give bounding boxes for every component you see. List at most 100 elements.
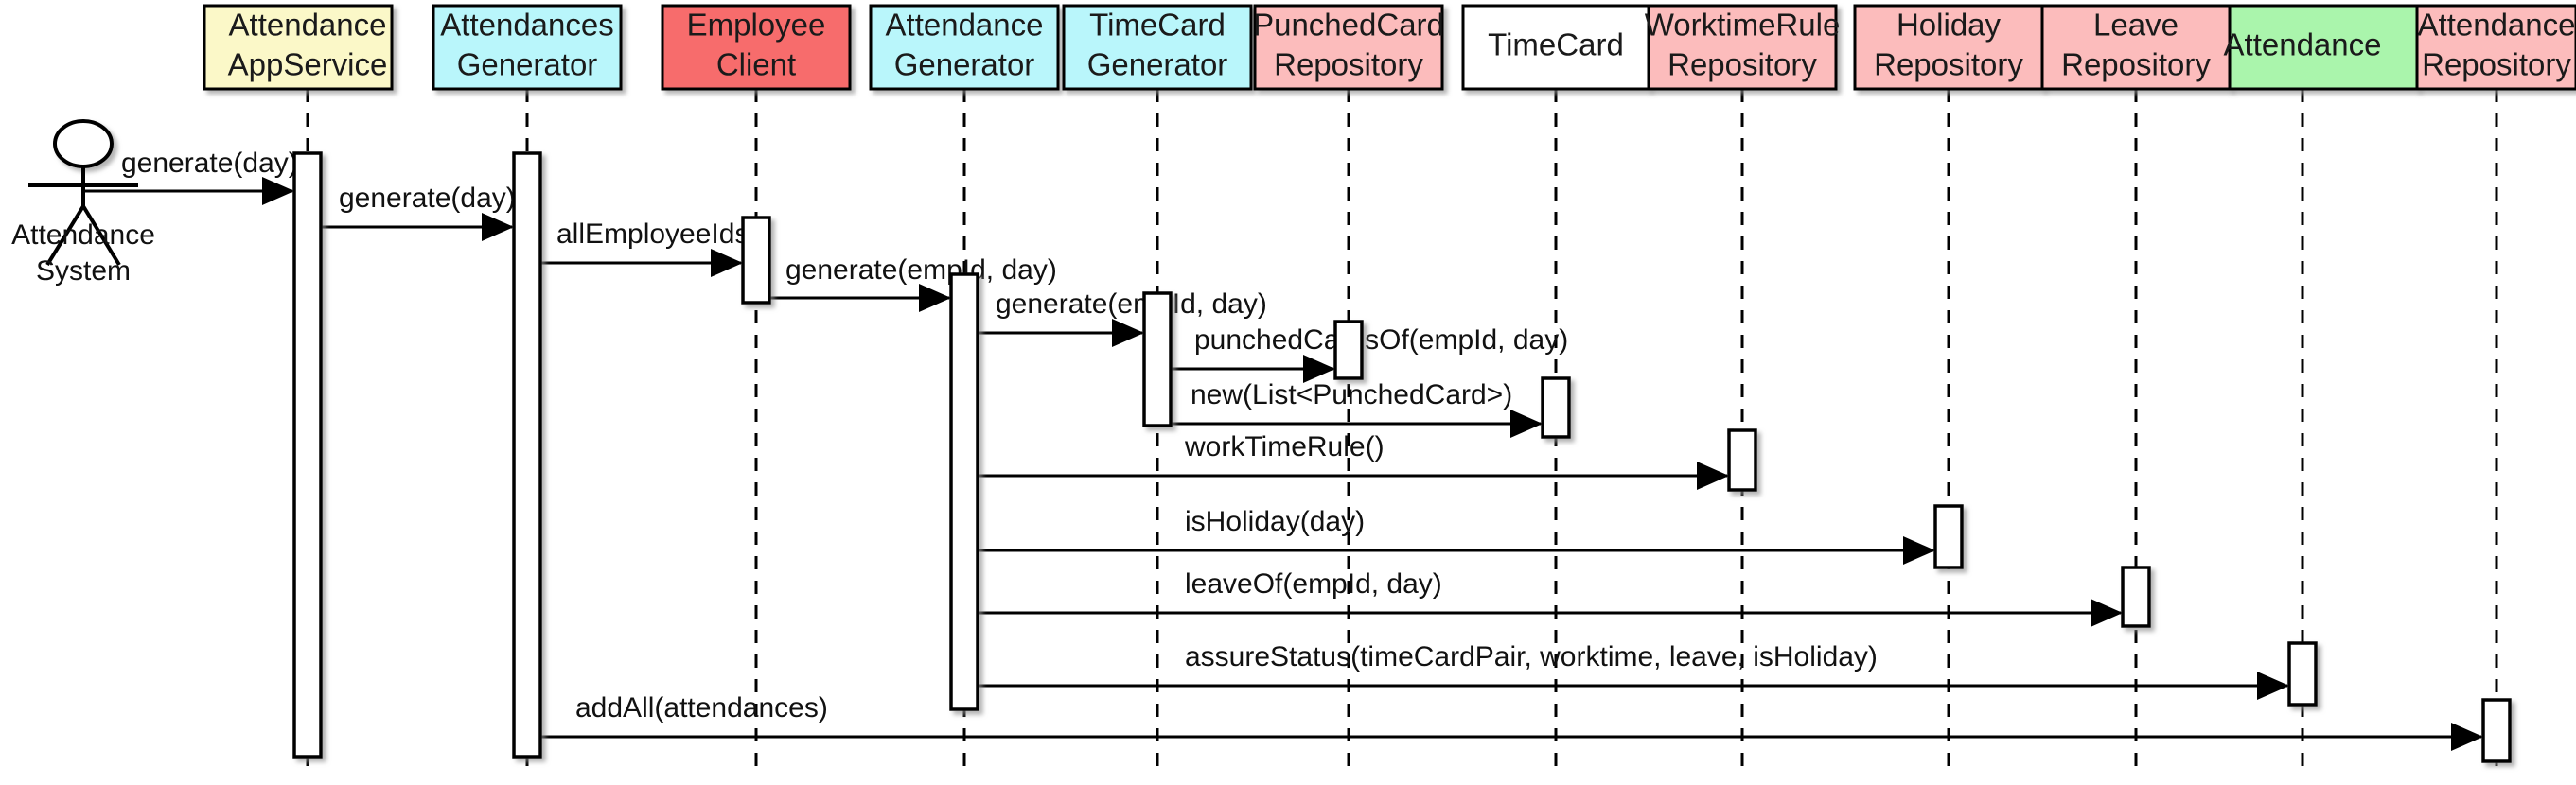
msg-generate-day-1-label: generate(day): [121, 148, 298, 179]
msg-add-all-attendances[interactable]: addAll(attendances): [540, 692, 2483, 751]
msg-generate-day-2[interactable]: generate(day): [321, 183, 516, 241]
activation-bar-time-card: [1541, 376, 1571, 439]
participant-label-attendance-repository-1: Repository: [2422, 47, 2571, 82]
msg-leave-of[interactable]: leaveOf(empId, day): [978, 568, 2123, 627]
msg-is-holiday-label: isHoliday(day): [1185, 506, 1365, 537]
participant-time-card[interactable]: TimeCard: [1461, 4, 1650, 91]
msg-work-time-rule-label: workTimeRule(): [1184, 431, 1385, 462]
lifelines-layer: [306, 89, 2498, 776]
msg-work-time-rule-arrowhead: [1697, 462, 1729, 490]
participant-label-leave-repository-0: Leave: [2093, 8, 2179, 43]
activation-bar-attendance-repository: [2481, 698, 2512, 763]
participant-label-attendance-app-service-1: AppService: [228, 47, 388, 82]
activation-bar-worktime-rule-repository: [1727, 428, 1757, 492]
msg-all-employee-ids-label: allEmployeeIds(): [556, 218, 768, 250]
msg-generate-day-1[interactable]: generate(day): [83, 148, 298, 205]
msg-leave-of-label: leaveOf(empId, day): [1185, 568, 1442, 600]
activation-bar-leave-repository: [2121, 566, 2151, 628]
participant-label-attendance-repository-0: Attendance: [2418, 8, 2576, 43]
activation-attendance-generator: [949, 272, 979, 711]
msg-work-time-rule[interactable]: workTimeRule(): [978, 431, 1729, 490]
msg-new-list-punched-card-label: new(List<PunchedCard>): [1191, 379, 1512, 410]
participant-label-time-card-0: TimeCard: [1488, 27, 1624, 62]
activation-bar-time-card-generator: [1142, 291, 1173, 427]
participant-box-attendance-generator[interactable]: [869, 4, 1060, 91]
msg-assure-status-label: assureStatus(timeCardPair, worktime, lea…: [1185, 641, 1878, 672]
participant-label-attendance-app-service-0: Attendance: [229, 8, 387, 43]
participant-label-attendances-generator-0: Attendances: [440, 8, 613, 43]
participant-label-attendance-generator-0: Attendance: [886, 8, 1044, 43]
msg-add-all-attendances-label: addAll(attendances): [575, 692, 828, 724]
participant-box-worktime-rule-repository[interactable]: [1647, 4, 1838, 91]
participant-label-employee-client-1: Client: [716, 47, 796, 82]
msg-punched-cards-of[interactable]: punchedCardsOf(empId, day): [1171, 324, 1568, 383]
msg-is-holiday[interactable]: isHoliday(day): [978, 506, 1935, 565]
activation-bar-punched-card-repository: [1333, 320, 1364, 380]
msg-assure-status-arrowhead: [2257, 672, 2289, 700]
msg-generate-empid-day-1-label: generate(empId, day): [785, 254, 1057, 286]
participant-attendance[interactable]: Attendance: [2224, 4, 2419, 91]
msg-punched-cards-of-arrowhead: [1303, 355, 1335, 383]
participant-label-worktime-rule-repository-0: WorktimeRule: [1645, 8, 1841, 43]
msg-generate-day-2-arrowhead: [482, 213, 514, 241]
msg-all-employee-ids[interactable]: allEmployeeIds(): [540, 218, 768, 277]
msg-generate-empid-day-2[interactable]: generate(empId, day): [978, 288, 1267, 347]
participant-box-attendance-app-service[interactable]: [203, 4, 394, 91]
actor-label-line2: System: [36, 255, 131, 287]
participant-label-worktime-rule-repository-1: Repository: [1667, 47, 1817, 82]
msg-is-holiday-arrowhead: [1903, 536, 1935, 565]
participant-box-employee-client[interactable]: [661, 4, 852, 91]
msg-generate-empid-day-1-arrowhead: [919, 284, 951, 312]
participant-box-time-card[interactable]: [1461, 4, 1650, 91]
activation-holiday-repository: [1933, 504, 1964, 569]
participant-box-holiday-repository[interactable]: [1853, 4, 2044, 91]
msg-new-list-punched-card[interactable]: new(List<PunchedCard>): [1171, 379, 1543, 438]
activation-bar-attendance-generator: [949, 272, 979, 711]
msg-generate-empid-day-2-arrowhead: [1112, 319, 1144, 347]
activation-attendance-repository: [2481, 698, 2512, 763]
participant-label-leave-repository-1: Repository: [2061, 47, 2211, 82]
msg-generate-empid-day-2-label: generate(empId, day): [996, 288, 1267, 320]
activation-leave-repository: [2121, 566, 2151, 628]
participant-box-time-card-generator[interactable]: [1062, 4, 1253, 91]
activation-attendances-generator: [512, 151, 542, 759]
participant-box-attendance[interactable]: [2228, 4, 2419, 91]
msg-add-all-attendances-arrowhead: [2451, 723, 2483, 751]
participant-label-punched-card-repository-0: PunchedCard: [1253, 8, 1444, 43]
participant-label-attendance-generator-1: Generator: [894, 47, 1035, 82]
activation-bar-holiday-repository: [1933, 504, 1964, 569]
activation-attendance-app-service: [292, 151, 323, 759]
msg-generate-day-1-arrowhead: [262, 177, 294, 205]
participant-box-attendances-generator[interactable]: [432, 4, 623, 91]
messages-layer: generate(day) generate(day) allEmployeeIds…: [83, 148, 2483, 751]
msg-leave-of-arrowhead: [2091, 599, 2123, 627]
msg-assure-status[interactable]: assureStatus(timeCardPair, worktime, lea…: [978, 641, 2289, 700]
actor-left-leg: [45, 204, 85, 267]
activation-bar-attendances-generator: [512, 151, 542, 759]
participant-label-time-card-generator-0: TimeCard: [1089, 8, 1226, 43]
participant-box-punched-card-repository[interactable]: [1253, 4, 1444, 91]
activation-time-card: [1541, 376, 1571, 439]
activation-worktime-rule-repository: [1727, 428, 1757, 492]
msg-all-employee-ids-arrowhead: [711, 249, 743, 277]
msg-generate-empid-day-1[interactable]: generate(empId, day): [769, 254, 1057, 312]
msg-new-list-punched-card-arrowhead: [1510, 410, 1543, 438]
activation-employee-client: [741, 216, 771, 305]
actor-right-leg: [81, 204, 121, 267]
actor-head-icon: [53, 119, 114, 168]
activations-layer: [292, 151, 2512, 763]
participant-box-attendance-repository[interactable]: [2415, 4, 2576, 91]
activation-bar-attendance-app-service: [292, 151, 323, 759]
